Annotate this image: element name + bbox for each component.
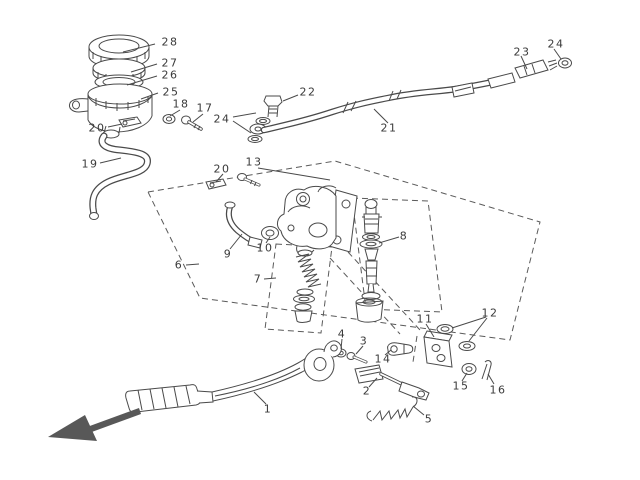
washer-24-right-drawing [558, 57, 572, 69]
part-label-22: 22 [299, 85, 317, 99]
part-label-17: 17 [196, 101, 214, 115]
kit-outline-8 [351, 197, 443, 313]
pin-13-drawing [237, 173, 261, 187]
return-spring-5-drawing [366, 396, 418, 422]
part-label-3: 3 [359, 334, 369, 348]
screw-17-drawing [181, 115, 203, 131]
washer-15-drawing [461, 363, 477, 375]
brake-pedal-drawing [125, 340, 342, 413]
clamp-20-mid-drawing [205, 178, 227, 190]
banjo-bolt-22-drawing [263, 95, 283, 118]
part-label-16: 16 [489, 383, 507, 397]
grommet-10-drawing [261, 226, 279, 240]
pushrod-2-drawing [354, 364, 430, 401]
part-label-14: 14 [374, 352, 392, 366]
part-label-23: 23 [513, 45, 531, 59]
bracket-11-drawing [423, 330, 453, 368]
pin-3-drawing [346, 352, 368, 364]
part-label-12: 12 [481, 306, 499, 320]
clamp-20-top-drawing [118, 116, 142, 128]
piston-kit-8-drawing [355, 199, 384, 323]
part-label-11: 11 [416, 312, 434, 326]
kit-outline-6 [147, 160, 541, 341]
clevis-14-drawing [387, 342, 414, 356]
part-label-6: 6 [174, 258, 184, 272]
reservoir-body-drawing [69, 83, 153, 139]
pipe-9-drawing [224, 201, 263, 249]
part-label-27: 27 [161, 56, 179, 70]
part-label-25: 25 [162, 85, 180, 99]
part-label-20: 20 [88, 121, 106, 135]
part-label-4: 4 [337, 327, 347, 341]
master-cylinder-drawing [276, 185, 358, 256]
direction-arrow-icon [48, 408, 141, 441]
banjo-washers-24-drawing [247, 117, 271, 143]
part-label-24: 24 [213, 112, 231, 126]
hose-fitting-23-drawing [487, 59, 558, 89]
part-label-5: 5 [424, 412, 434, 426]
brake-hose-21-drawing [249, 77, 502, 135]
kit-outline-7 [264, 243, 333, 334]
part-label-20: 20 [213, 162, 231, 176]
part-label-9: 9 [223, 247, 233, 261]
cotter-pin-16-drawing [481, 360, 492, 381]
part-label-26: 26 [161, 68, 179, 82]
part-label-19: 19 [81, 157, 99, 171]
part-label-1: 1 [263, 402, 273, 416]
part-label-21: 21 [380, 121, 398, 135]
part-label-18: 18 [172, 97, 190, 111]
part-label-24: 24 [547, 37, 565, 51]
washer-18-drawing [162, 114, 176, 124]
part-label-8: 8 [399, 229, 409, 243]
part-label-7: 7 [253, 272, 263, 286]
part-label-10: 10 [256, 241, 274, 255]
part-label-28: 28 [161, 35, 179, 49]
leader-lines [99, 43, 562, 416]
part-label-2: 2 [362, 384, 372, 398]
part-label-15: 15 [452, 379, 470, 393]
part-label-13: 13 [245, 155, 263, 169]
spring-kit-7-drawing [293, 249, 322, 323]
nut-washer-12-drawing [436, 324, 476, 351]
reservoir-hose-drawing [89, 132, 151, 220]
